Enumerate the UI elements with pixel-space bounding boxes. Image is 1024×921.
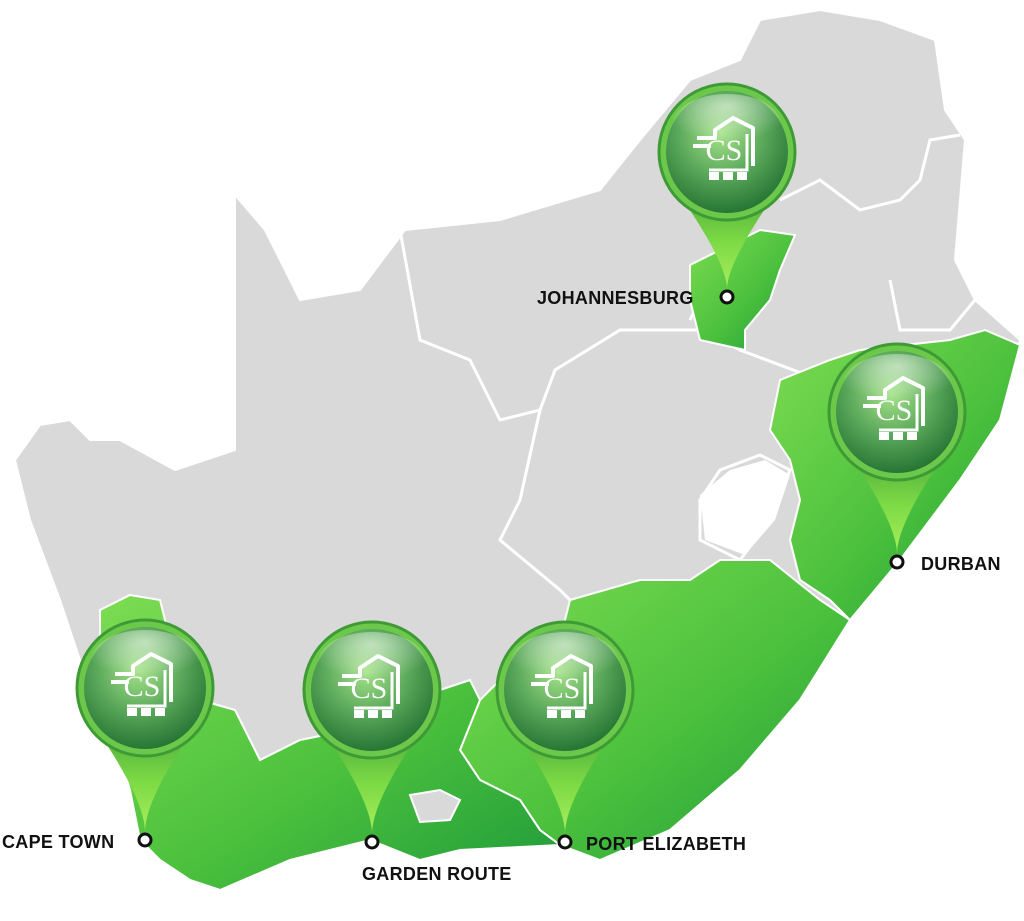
lesotho [700,460,790,555]
pin-gloss [843,354,951,414]
pin-location-dot [557,834,573,850]
map-pin-port-elizabeth[interactable] [495,620,635,850]
pin-location-dot [137,832,153,848]
label-cape-town[interactable]: CAPE TOWN [2,832,115,852]
label-johannesburg[interactable]: JOHANNESBURG [537,288,694,308]
label-port-elizabeth[interactable]: PORT ELIZABETH [586,834,747,854]
label-garden-route[interactable]: GARDEN ROUTE [362,864,512,884]
label-durban[interactable]: DURBAN [921,554,1001,574]
map-pin-garden-route[interactable] [302,620,442,850]
pin-gloss [318,632,426,692]
pin-location-dot [719,289,735,305]
pin-gloss [511,632,619,692]
pin-location-dot [889,554,905,570]
map-pin-johannesburg[interactable] [657,82,797,305]
map-pin-durban[interactable] [827,342,967,570]
inland-enclave [408,788,462,824]
pin-location-dot [364,834,380,850]
region-gauteng [689,228,797,352]
pin-gloss [91,630,199,690]
map-pin-cape-town[interactable] [75,618,215,848]
pin-gloss [673,94,781,154]
